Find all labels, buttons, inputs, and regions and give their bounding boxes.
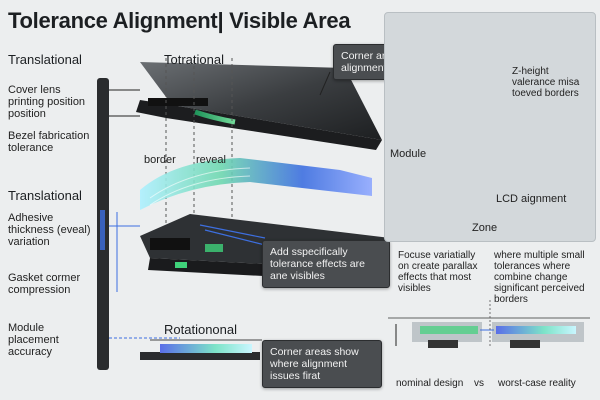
callout-bottom: Corner areas show where alignment issues… [262, 340, 382, 388]
inset-z-height: Z-height valerance misa toeved borders [512, 66, 580, 99]
inset-panel [384, 12, 596, 242]
bottom-strip [140, 352, 260, 360]
comparison-worst: worst-case reality [498, 378, 576, 389]
left-header-mid: Translational [8, 188, 82, 203]
left-header-top: Translational [8, 52, 82, 67]
comparison-nominal: nominal design [396, 378, 464, 389]
label-gasket: Gasket cormer compression [8, 272, 81, 296]
inset-lcd: LCD aignment [496, 193, 567, 205]
top-glass-panel [140, 62, 382, 140]
center-header-top: Totrational [164, 52, 224, 67]
callout-middle: Add sspecifically tolerance effects are … [262, 240, 390, 288]
label-module-placement: Module placement accuracy [8, 322, 59, 358]
label-border: border [144, 154, 176, 166]
page-title: Tolerance Alignment| Visible Area [8, 8, 351, 33]
label-reveal: reveal [196, 154, 226, 166]
comparison-vs: vs [474, 378, 484, 389]
label-cover-lens: Cover lens printing position position [8, 84, 86, 120]
label-bezel: Bezel fabrication tolerance [8, 130, 90, 154]
comparison-right-text: where multiple small tolerances where co… [494, 250, 585, 305]
inset-zone: Zone [472, 222, 498, 234]
comparison-left-text: Focuse variatially on create parallax ef… [398, 250, 478, 294]
curved-layer [140, 158, 372, 210]
inset-module: Module [390, 148, 427, 160]
center-header-bottom: Rotationonal [164, 322, 237, 337]
label-adhesive: Adhesive thickness (eveal) variation [8, 212, 91, 248]
